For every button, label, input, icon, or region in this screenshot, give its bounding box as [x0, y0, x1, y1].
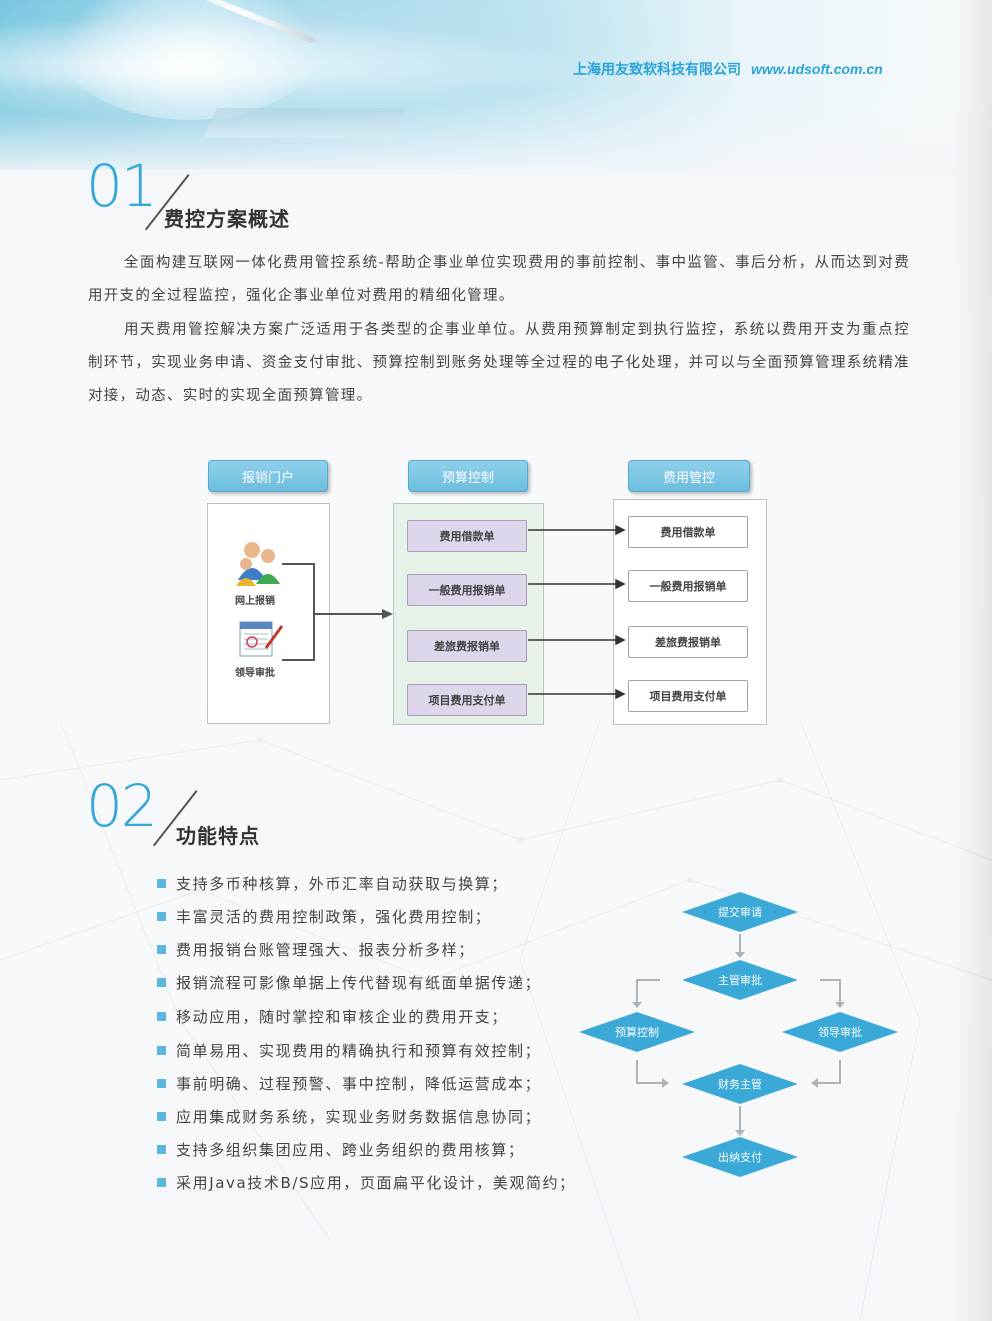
flow-node-finance: 财务主管	[718, 1077, 762, 1091]
arrow-right-icon	[382, 609, 393, 619]
flow-arrow-icon	[835, 1002, 845, 1008]
column-header-control: 费用管控	[628, 460, 750, 492]
flow-node-manager: 主管审批	[718, 973, 762, 987]
section-1-number: 01	[86, 152, 158, 220]
budget-doc: 一般费用报销单	[407, 574, 527, 606]
section-2-number: 02	[86, 772, 158, 840]
flow-node-submit: 提交审请	[718, 905, 762, 919]
control-doc: 费用借款单	[628, 516, 748, 548]
feature-item: 应用集成财务系统，实现业务财务数据信息协同；	[157, 1106, 541, 1127]
flow-node-cashier: 出纳支付	[718, 1150, 762, 1164]
bullet-square-icon	[157, 978, 166, 987]
feature-item: 支持多币种核算，外币汇率自动获取与换算；	[157, 873, 508, 894]
flow-node-shape	[682, 892, 798, 932]
connector	[282, 659, 314, 661]
bullet-square-icon	[157, 1178, 166, 1187]
flow-node-budget: 预算控制	[615, 1025, 659, 1039]
bullet-square-icon	[157, 1112, 166, 1121]
flow-node-shape	[682, 1137, 798, 1177]
section-1-paragraph-2: 用天费用管控解决方案广泛适用于各类型的企事业单位。从费用预算制定到执行监控，系统…	[88, 322, 910, 404]
connector	[313, 563, 315, 661]
column-header-budget: 预算控制	[408, 460, 528, 492]
feature-item: 简单易用、实现费用的精确执行和预算有效控制；	[157, 1040, 541, 1061]
bullet-square-icon	[157, 912, 166, 921]
banner-fade	[0, 90, 992, 180]
connector	[314, 613, 386, 615]
section-1-title: 费控方案概述	[164, 207, 290, 231]
control-doc: 差旅费报销单	[628, 626, 748, 658]
bullet-square-icon	[157, 1079, 166, 1088]
approval-document-icon	[239, 621, 284, 657]
portal-item-online: 网上报销	[235, 596, 275, 607]
company-name: 上海用友致软科技有限公司	[573, 61, 741, 77]
budget-doc: 费用借款单	[407, 520, 527, 552]
control-doc: 一般费用报销单	[628, 570, 748, 602]
feature-item: 报销流程可影像单据上传代替现有纸面单据传递；	[157, 972, 541, 993]
bullet-square-icon	[157, 1046, 166, 1055]
bullet-square-icon	[157, 1012, 166, 1021]
company-header: 上海用友致软科技有限公司 www.udsoft.com.cn	[573, 59, 883, 79]
bullet-square-icon	[157, 945, 166, 954]
portal-item-approval: 领导审批	[235, 668, 275, 679]
control-doc: 项目费用支付单	[628, 680, 748, 712]
approval-flow-chart: 提交审请 主管审批 预算控制 领导审批 财务主管 出纳支付	[580, 892, 898, 1177]
feature-item: 丰富灵活的费用控制政策，强化费用控制；	[157, 906, 491, 927]
background-network-pattern	[0, 720, 992, 1320]
bullet-square-icon	[157, 879, 166, 888]
company-url: www.udsoft.com.cn	[751, 61, 883, 77]
flow-arrow-icon	[811, 1078, 818, 1088]
feature-item: 支持多组织集团应用、跨业务组织的费用核算；	[157, 1139, 525, 1160]
flow-arrow-icon	[735, 1130, 745, 1136]
doc-arrows	[528, 524, 626, 700]
flow-arrow-icon	[632, 1002, 642, 1008]
section-1-paragraph-1: 全面构建互联网一体化费用管控系统-帮助企事业单位实现费用的事前控制、事中监管、事…	[88, 255, 910, 304]
flow-node-shape	[682, 960, 798, 1000]
page-edge-shadow	[952, 0, 992, 1321]
flow-node-leader: 领导审批	[818, 1025, 862, 1039]
flow-node-shape	[682, 1064, 798, 1104]
column-header-portal: 报销门户	[208, 460, 328, 492]
feature-item: 采用Java技术B/S应用，页面扁平化设计，美观简约；	[157, 1172, 576, 1193]
flow-arrow-icon	[735, 952, 745, 958]
flow-node-shape	[580, 1012, 695, 1052]
flow-arrow-icon	[662, 1078, 669, 1088]
budget-doc: 项目费用支付单	[407, 684, 527, 716]
budget-doc: 差旅费报销单	[407, 630, 527, 662]
bullet-square-icon	[157, 1145, 166, 1154]
feature-item: 移动应用，随时掌控和审核企业的费用开支；	[157, 1006, 508, 1027]
users-icon	[236, 542, 280, 586]
portal-box	[207, 503, 330, 724]
section-2-title: 功能特点	[176, 824, 260, 848]
connector	[282, 563, 314, 565]
feature-item: 费用报销台账管理强大、报表分析多样；	[157, 939, 475, 960]
flow-node-shape	[782, 1012, 898, 1052]
feature-item: 事前明确、过程预警、事中控制，降低运营成本；	[157, 1073, 541, 1094]
